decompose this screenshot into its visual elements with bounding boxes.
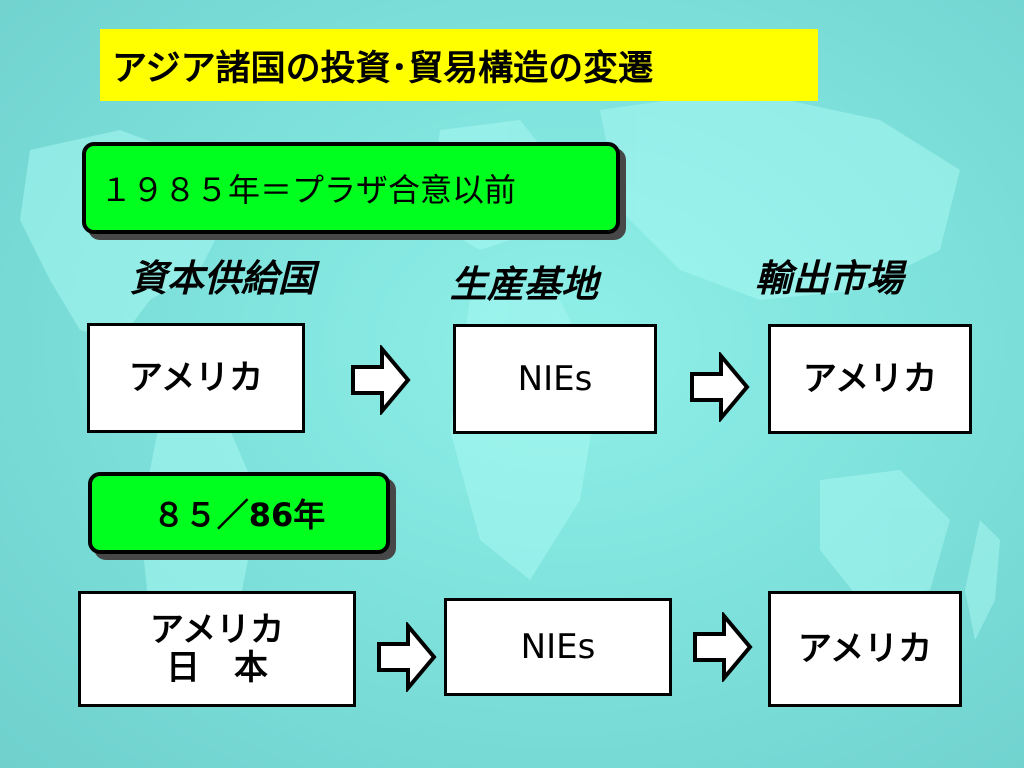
era1-supplier-box: アメリカ bbox=[87, 323, 305, 433]
right-arrow-icon bbox=[690, 352, 750, 422]
era2-production-box: NIEs bbox=[444, 598, 672, 696]
era2-supplier-line-2: 日 本 bbox=[166, 648, 268, 688]
era1-supplier-text: アメリカ bbox=[128, 357, 264, 398]
right-arrow-icon bbox=[377, 622, 437, 692]
right-arrow-icon bbox=[693, 612, 753, 682]
era1-market-box: アメリカ bbox=[768, 324, 972, 434]
slide-title: アジア諸国の投資･貿易構造の変遷 bbox=[100, 29, 818, 101]
era2-supplier-box: アメリカ 日 本 bbox=[78, 591, 356, 707]
era1-market-text: アメリカ bbox=[802, 358, 938, 399]
header-production-base: 生産基地 bbox=[450, 263, 598, 306]
era2-market-box: アメリカ bbox=[768, 591, 962, 707]
era1-production-box: NIEs bbox=[453, 324, 657, 434]
era2-production-text: NIEs bbox=[520, 626, 596, 667]
header-capital-supplier: 資本供給国 bbox=[130, 257, 315, 300]
era2-market-text: アメリカ bbox=[797, 628, 933, 669]
header-export-market: 輸出市場 bbox=[755, 257, 903, 300]
right-arrow-icon bbox=[351, 345, 411, 415]
era1-production-text: NIEs bbox=[517, 358, 593, 399]
era2-supplier-line-1: アメリカ bbox=[149, 609, 285, 650]
era2-label: ８５／86年 bbox=[88, 472, 390, 554]
era1-label: １９８５年＝プラザ合意以前 bbox=[82, 142, 620, 234]
